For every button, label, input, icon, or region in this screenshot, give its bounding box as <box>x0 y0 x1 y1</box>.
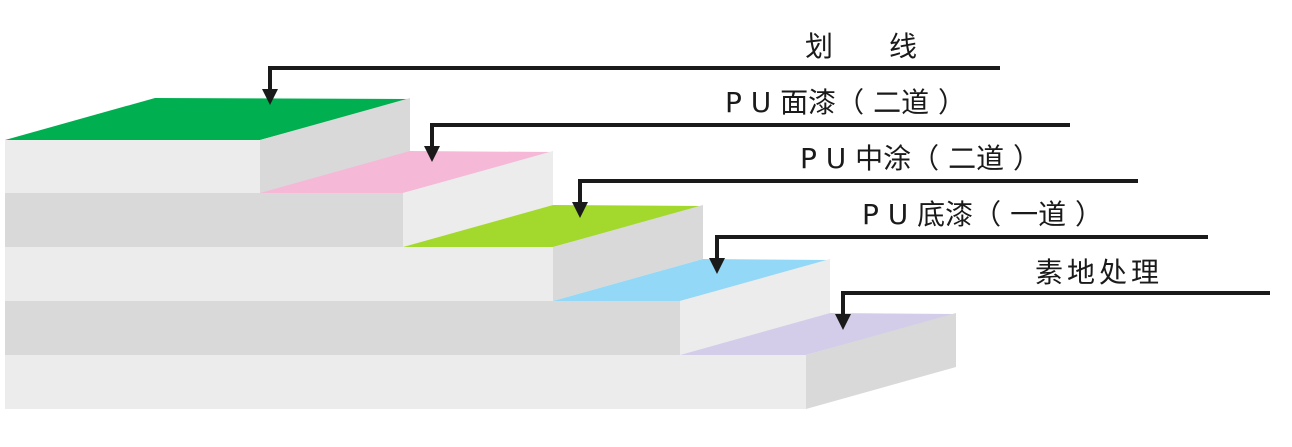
layer-top-surface-1 <box>5 98 410 140</box>
step-side-face-1 <box>260 98 410 194</box>
leader-line-4 <box>715 235 1208 262</box>
layer-top-surface-3 <box>403 205 703 247</box>
arrow-down-icon <box>835 314 851 330</box>
leader-line-1 <box>268 66 1000 93</box>
step-front-face-2 <box>5 193 403 247</box>
step-front-face-4 <box>5 301 680 355</box>
layer-top-surface-4 <box>553 259 830 301</box>
layer-top-surface-5 <box>680 313 955 355</box>
step-side-face-3 <box>553 205 703 301</box>
layer-label-5: 素地处理 <box>1035 256 1163 289</box>
step-side-face-2 <box>403 151 553 247</box>
layer-label-2: P U 面漆（ 二道 ） <box>725 86 966 119</box>
arrow-down-icon <box>262 89 278 105</box>
layer-top-surface-2 <box>260 151 553 193</box>
layer-label-1: 划 线 <box>805 30 917 63</box>
leader-line-5 <box>841 291 1270 318</box>
step-side-face-4 <box>680 259 830 355</box>
arrow-down-icon <box>424 146 440 162</box>
layer-label-4: P U 底漆（ 一道 ） <box>862 198 1103 231</box>
step-front-face-5 <box>5 355 806 409</box>
layer-label-3: P U 中涂（ 二道 ） <box>800 142 1041 175</box>
arrow-down-icon <box>572 202 588 218</box>
step-front-face-3 <box>5 247 553 301</box>
step-side-face-5 <box>806 313 956 409</box>
leader-line-3 <box>578 179 1138 206</box>
leader-line-2 <box>430 123 1070 150</box>
arrow-down-icon <box>709 258 725 274</box>
step-front-face-1 <box>5 140 260 194</box>
